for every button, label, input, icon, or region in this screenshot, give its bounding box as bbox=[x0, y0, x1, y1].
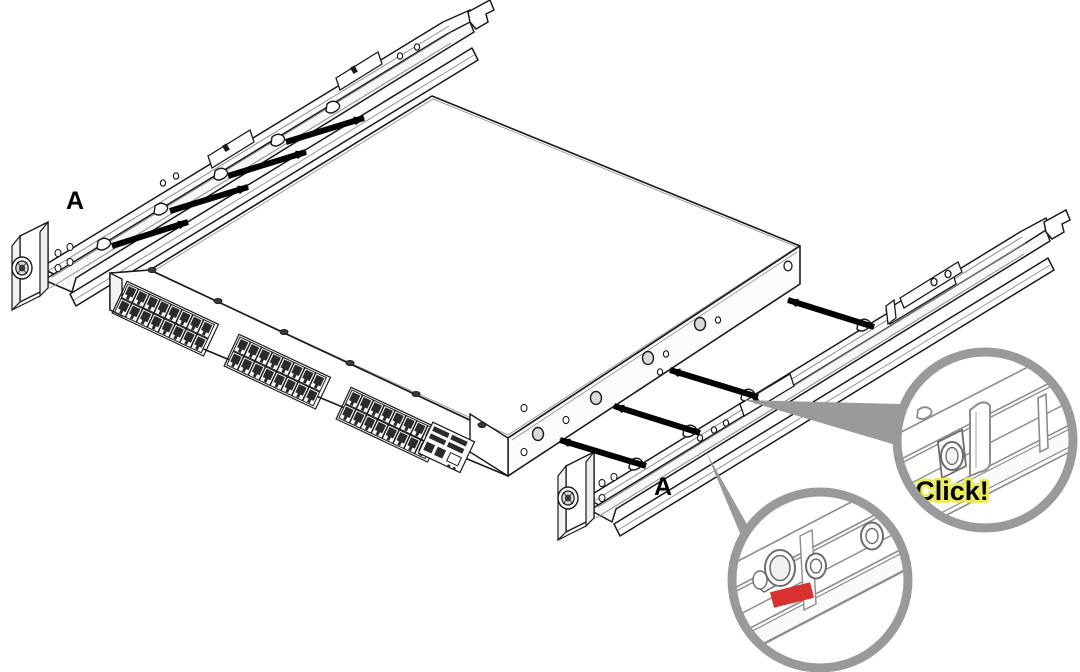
callout-pin bbox=[727, 487, 913, 672]
thumbscrew-left bbox=[11, 256, 33, 280]
insertion-arrows-right bbox=[559, 297, 875, 469]
slide-rail-upper-left bbox=[11, 0, 495, 312]
network-switch-chassis bbox=[109, 95, 801, 478]
mount-stud bbox=[752, 549, 796, 593]
latch-tab bbox=[969, 401, 991, 478]
insertion-arrows bbox=[111, 115, 365, 249]
seated-stud bbox=[937, 428, 967, 480]
leader-to-click-detail bbox=[744, 400, 906, 448]
callout-click-ring bbox=[892, 347, 1078, 533]
chassis-uplink-cluster bbox=[417, 421, 476, 474]
rail-bracket-right bbox=[557, 450, 618, 542]
rail-bracket-left bbox=[11, 220, 74, 312]
thumbscrew-right bbox=[557, 486, 579, 510]
red-direction-arrow bbox=[770, 582, 814, 608]
callout-pin-ring bbox=[727, 487, 913, 672]
callout-click: Click! Click! bbox=[892, 347, 1078, 533]
rail-label-right-a: A bbox=[654, 473, 672, 501]
chassis-top-screws bbox=[147, 266, 487, 429]
slide-rail-lower-right bbox=[557, 208, 1071, 542]
rail-label-left-a: A bbox=[66, 187, 84, 215]
rail-keyhole-slots-left bbox=[96, 100, 341, 251]
chassis-port-array bbox=[111, 280, 476, 474]
chassis-mount-studs-right bbox=[520, 260, 793, 457]
